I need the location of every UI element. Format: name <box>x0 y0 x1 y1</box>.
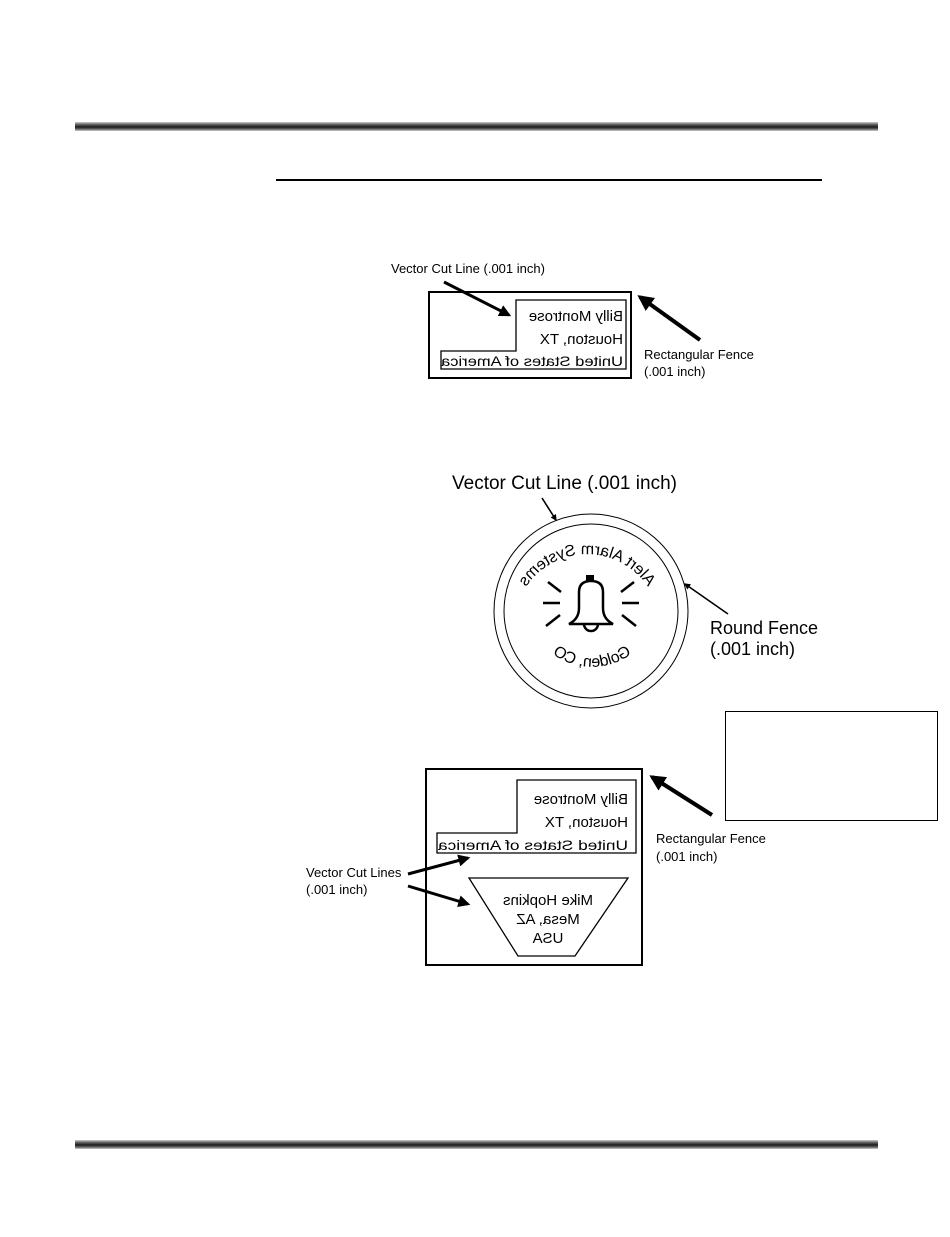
rectangular-fence <box>425 768 643 966</box>
bell-icon <box>543 575 639 633</box>
figure-1: Vector Cut Line (.001 inch) Billy Montro… <box>391 261 754 379</box>
fence-label-line-1: Rectangular Fence <box>656 831 766 846</box>
fence-label-line-2: (.001 inch) <box>710 639 795 659</box>
fence-arrow <box>683 583 729 615</box>
footer-bar <box>75 1140 878 1149</box>
vector-cut-lines-label-2: (.001 inch) <box>306 882 367 897</box>
engraved-line-1: Billy Montrose <box>534 791 628 808</box>
fence-label-line-2: (.001 inch) <box>644 364 705 379</box>
cut-line-arrow <box>443 280 512 317</box>
vector-cut-lines-label-1: Vector Cut Lines <box>306 865 402 880</box>
section-rule <box>276 179 822 181</box>
engraved-line-2: Houston, TX <box>540 331 623 348</box>
vector-cut-outline <box>440 299 627 370</box>
cut-line-arrow <box>541 497 557 522</box>
vector-cut-outline <box>436 779 637 854</box>
fence-label-line-1: Rectangular Fence <box>644 347 754 362</box>
cut-line-arrow-2 <box>407 884 471 907</box>
engraved-line-3: United States of America <box>438 837 628 853</box>
engraved-line-3: United States of America <box>441 353 623 369</box>
engraved-line-2: Houston, TX <box>545 814 628 831</box>
vector-cut-circle <box>503 523 679 699</box>
round-fence <box>493 513 689 709</box>
fence-arrow <box>637 295 702 342</box>
trapezoid-line-3: USA <box>533 930 564 947</box>
arc-text-bottom: Golden, CO <box>550 643 634 671</box>
fence-label-line-2: (.001 inch) <box>656 849 717 864</box>
engraved-line-1: Billy Montrose <box>529 308 623 325</box>
vector-cut-line-label: Vector Cut Line (.001 inch) <box>391 261 545 276</box>
callout-box <box>725 711 938 821</box>
fence-arrow <box>649 775 714 817</box>
vector-cut-line-label: Vector Cut Line (.001 inch) <box>452 473 677 494</box>
rectangular-fence <box>428 291 632 379</box>
trapezoid-line-1: Mike Hopkins <box>503 892 593 909</box>
header-bar <box>75 122 878 131</box>
trapezoid-line-2: Mesa, AZ <box>516 911 579 928</box>
figure-2: Vector Cut Line (.001 inch) Alert Alarm … <box>452 473 818 709</box>
cut-line-arrow-1 <box>407 854 471 876</box>
figure-3: Billy Montrose Houston, TX United States… <box>306 768 766 966</box>
fence-label-line-1: Round Fence <box>710 618 818 638</box>
trapezoid-cut-outline <box>467 877 630 957</box>
